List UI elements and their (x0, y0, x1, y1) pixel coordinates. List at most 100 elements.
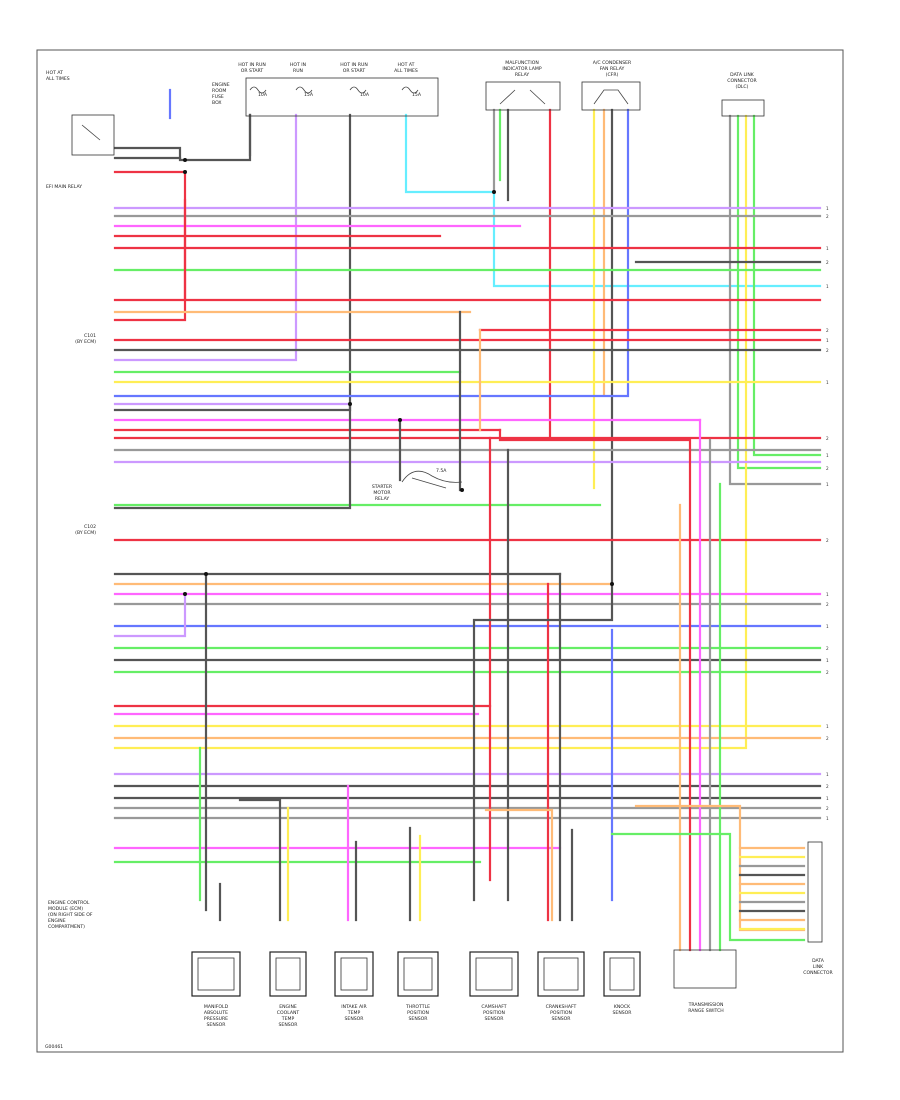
wire-81 (238, 798, 282, 922)
knock-sensor-inner (609, 957, 635, 991)
pin-label-13: 2 (826, 538, 829, 543)
trs-label-2: RANGE SWITCH (688, 1008, 724, 1014)
ecm-label-line-5: COMPARTMENT) (48, 924, 85, 930)
tp-sensor-inner (403, 957, 433, 991)
bottom-components: MANIFOLDABSOLUTEPRESSURESENSORENGINECOOL… (191, 206, 829, 1028)
ect-sensor-label-0: ENGINE (279, 1004, 297, 1010)
map-sensor (191, 951, 241, 997)
fuse-box-label-3: FUSE (212, 94, 224, 100)
dlc-label-3: (DLC) (736, 84, 749, 90)
tp-sensor-label-2: SENSOR (409, 1016, 429, 1022)
splice-dot (460, 488, 464, 492)
fuse-1-label-1: HOT IN RUN (238, 62, 266, 68)
fuse-2-rating: 15A (304, 92, 314, 98)
fuse-2-label-1: HOT IN (290, 62, 306, 68)
wire-89 (610, 832, 806, 942)
data-link-connector-top: DATA LINK CONNECTOR (DLC) (721, 72, 765, 117)
cmp-sensor-label-1: POSITION (483, 1010, 505, 1016)
cmp-sensor-inner (475, 957, 513, 991)
pin-label-16: 1 (826, 624, 829, 629)
splice-dot (398, 418, 402, 422)
iat-sensor-inner (340, 957, 368, 991)
map-sensor-inner (197, 957, 235, 991)
ecm-label: ENGINE CONTROL MODULE (ECM) (ON RIGHT SI… (48, 900, 93, 930)
fuse-glyphs (249, 86, 419, 94)
wire-72 (472, 582, 614, 902)
pin-label-6: 1 (826, 338, 829, 343)
cmp-sensor-label-2: SENSOR (485, 1016, 505, 1022)
pin-label-9: 2 (826, 436, 829, 441)
pin-label-21: 2 (826, 736, 829, 741)
fuse-4-label-2: ALL TIMES (394, 68, 418, 74)
pin-label-2: 1 (826, 246, 829, 251)
knock-sensor-label-0: KNOCK (614, 1004, 631, 1010)
pin-label-12: 1 (826, 482, 829, 487)
starter-relay-label-2: MOTOR (373, 490, 391, 496)
pin-label-5: 2 (826, 328, 829, 333)
map-sensor-label-2: PRESSURE (204, 1016, 228, 1022)
iat-sensor-label-1: TEMP (347, 1010, 361, 1016)
connector-bottom-label-2: (BY ECM) (75, 530, 96, 536)
fuse-3-label-2: OR START (343, 68, 366, 74)
fuse-box-label-1: ENGINE (212, 82, 230, 88)
relay-label-3: EFI MAIN RELAY (46, 184, 82, 190)
pin-label-26: 1 (826, 816, 829, 821)
wire-5 (113, 113, 298, 362)
wire-77 (113, 592, 187, 638)
right-dlc-label-3: CONNECTOR (803, 970, 833, 976)
iat-sensor-label-0: INTAKE AIR (341, 1004, 367, 1010)
splice-dot (204, 572, 208, 576)
map-sensor-label-1: ABSOLUTE (204, 1010, 228, 1016)
ckp-sensor-label-1: POSITION (550, 1010, 572, 1016)
mil-relay-label-3: RELAY (515, 72, 530, 78)
tp-sensor-label-1: POSITION (407, 1010, 429, 1016)
ecm-label-line-1: ENGINE CONTROL (48, 900, 90, 906)
fuse-box-label-2: ROOM (212, 88, 226, 94)
mil-relay-label-2: INDICATOR LAMP (502, 66, 542, 72)
map-sensor-label-0: MANIFOLD (204, 1004, 229, 1010)
pin-label-3: 2 (826, 260, 829, 265)
ect-sensor-label-1: COOLANT (277, 1010, 300, 1016)
mil-relay: MALFUNCTION INDICATOR LAMP RELAY (485, 60, 561, 111)
wire-64 (113, 402, 352, 510)
relay-label-1: HOT AT (46, 70, 63, 76)
connector-top-label-2: (BY ECM) (75, 339, 96, 345)
pin-label-11: 2 (826, 466, 829, 471)
starter-motor-relay: STARTER MOTOR RELAY 7.5A (372, 468, 463, 502)
pin-label-14: 1 (826, 592, 829, 597)
ecm-label-line-4: ENGINE (48, 918, 66, 924)
wire-0 (113, 113, 252, 162)
wire-18 (113, 114, 748, 750)
relay-label-2: ALL TIMES (46, 76, 70, 82)
splice-dot (492, 190, 496, 194)
wire-2 (113, 170, 187, 322)
wire-harness (113, 88, 822, 952)
mil-relay-label-1: MALFUNCTION (505, 60, 539, 66)
splice-dot (610, 582, 614, 586)
right-dlc-label-1: DATA (812, 958, 825, 964)
cfr-label-3: (CFR) (606, 72, 619, 78)
trs-label-1: TRANSMISSION (688, 1002, 724, 1008)
starter-relay-label-1: STARTER (372, 484, 393, 490)
iat-sensor-label-2: SENSOR (345, 1016, 365, 1022)
footer-code: G00461 (45, 1044, 63, 1050)
fuse-3-label-1: HOT IN RUN (340, 62, 368, 68)
wire-19 (752, 114, 822, 457)
efi-main-relay: HOT AT ALL TIMES EFI MAIN RELAY (46, 70, 115, 190)
cmp-sensor-label-0: CAMSHAFT (481, 1004, 506, 1010)
fuse-4-label-1: HOT AT (398, 62, 415, 68)
cmp-sensor (469, 951, 519, 997)
wire-17 (736, 114, 822, 470)
pin-label-22: 1 (826, 772, 829, 777)
map-sensor-label-3: SENSOR (207, 1022, 227, 1028)
engine-room-fuse-box: ENGINE ROOM FUSE BOX HOT IN RUN OR START… (212, 62, 439, 117)
fuse-2-label-2: RUN (293, 68, 303, 74)
ckp-sensor-label-2: SENSOR (552, 1016, 572, 1022)
pin-label-1: 2 (826, 214, 829, 219)
ect-sensor (269, 951, 307, 997)
fuse-1-rating: 10A (258, 92, 268, 98)
cfr-label-1: A/C CONDENSER (593, 60, 632, 66)
ect-sensor-label-2: TEMP (281, 1016, 295, 1022)
knock-sensor-label-1: SENSOR (613, 1010, 633, 1016)
